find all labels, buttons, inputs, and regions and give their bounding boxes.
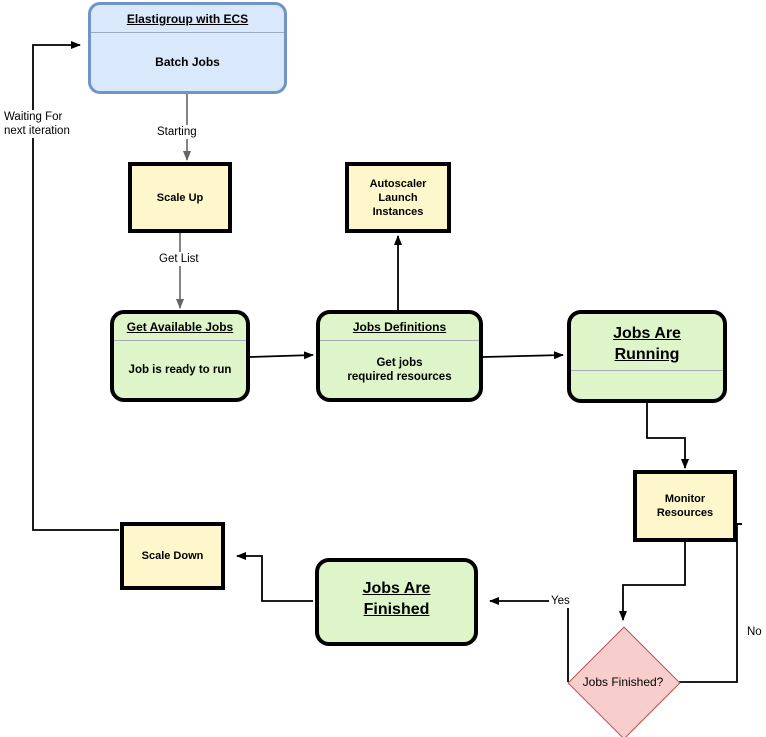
node-title: Jobs Are Running [613, 325, 681, 363]
node-label: Scale Down [141, 550, 204, 562]
edge-jobs-running-to-monitor-resources [646, 403, 689, 469]
node-jobs-are-finished[interactable]: Jobs Are Finished [315, 558, 478, 646]
node-divider [91, 32, 284, 33]
edge-label-no: No [745, 625, 764, 639]
node-body: Batch Jobs [155, 55, 220, 69]
node-divider [114, 340, 246, 341]
node-title: Get Available Jobs [126, 320, 234, 334]
edge-get-available-jobs-to-jobs-definitions [249, 351, 314, 360]
node-get-available-jobs[interactable]: Get Available Jobs Job is ready to run [110, 310, 250, 402]
edge-label-waiting-for-next-iteration: Waiting For next iteration [2, 110, 72, 138]
node-label: Monitor Resources [656, 493, 714, 519]
node-body: Get jobs required resources [347, 356, 452, 383]
edge-decision-yes-to-jobs-finished [489, 597, 569, 682]
node-label: Autoscaler Launch Instances [369, 177, 427, 218]
edge-label-yes: Yes [549, 594, 572, 608]
edge-monitor-resources-to-decision [619, 542, 686, 621]
edge-label-starting: Starting [155, 125, 199, 139]
node-monitor-resources[interactable]: Monitor Resources [633, 470, 737, 542]
edge-jobs-finished-to-scale-down [236, 552, 313, 602]
node-body [319, 625, 474, 642]
node-jobs-are-running[interactable]: Jobs Are Running [567, 310, 727, 403]
node-jobs-finished-decision[interactable]: Jobs Finished? [567, 626, 681, 737]
node-divider [320, 340, 479, 341]
node-divider [571, 370, 723, 371]
node-scale-down[interactable]: Scale Down [120, 522, 225, 590]
node-scale-up[interactable]: Scale Up [128, 162, 232, 233]
edge-decision-no-to-monitor-resources [678, 520, 742, 683]
node-elastigroup-with-ecs[interactable]: Elastigroup with ECS Batch Jobs [88, 2, 287, 94]
node-body [571, 371, 723, 399]
node-autoscaler-launch-instances[interactable]: Autoscaler Launch Instances [345, 162, 451, 233]
node-label: Scale Up [156, 191, 204, 204]
node-title: Elastigroup with ECS [126, 12, 249, 26]
node-label: Jobs Finished? [582, 675, 664, 689]
node-jobs-definitions[interactable]: Jobs Definitions Get jobs required resou… [316, 310, 483, 402]
edge-jobs-definitions-to-jobs-running [482, 351, 564, 360]
edge-label-get-list: Get List [157, 252, 201, 266]
node-title: Jobs Definitions [352, 320, 447, 334]
node-body: Job is ready to run [128, 363, 232, 376]
node-title: Jobs Are Finished [362, 580, 431, 618]
